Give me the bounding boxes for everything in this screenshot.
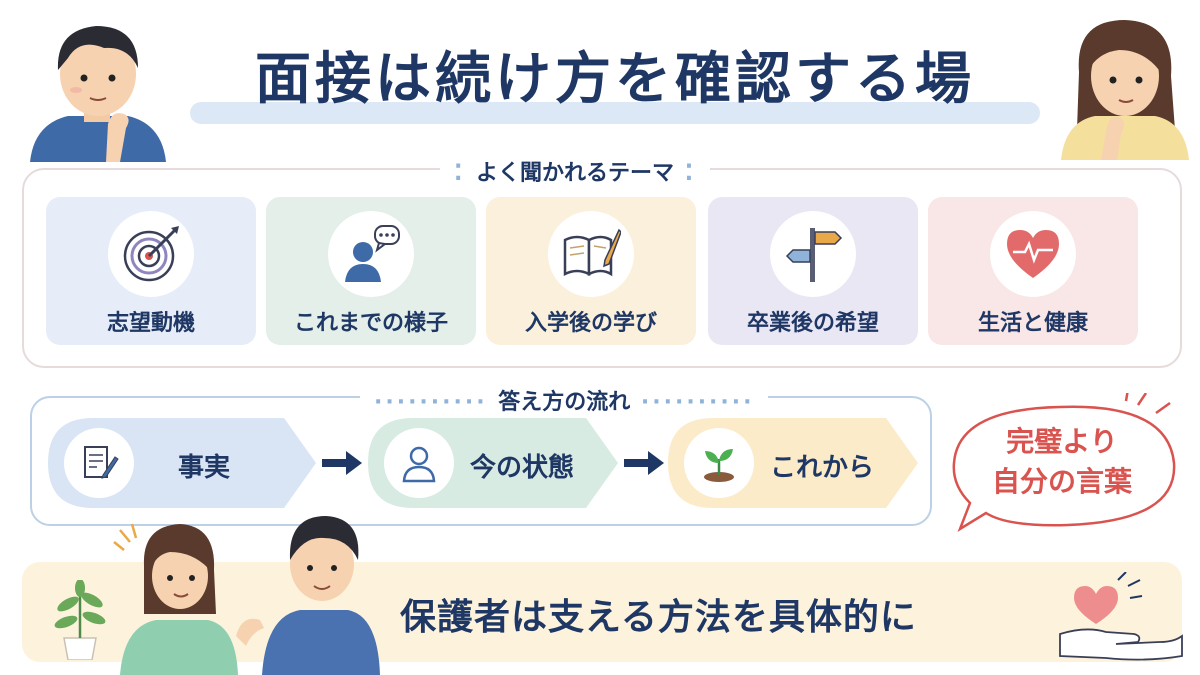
theme-card-motivation: 志望動機 <box>46 197 256 345</box>
bubble-line-1: 完璧より <box>1006 425 1118 458</box>
bubble-text: 完璧より 自分の言葉 <box>948 422 1176 502</box>
book-pencil-icon <box>548 211 634 297</box>
signpost-icon <box>770 211 856 297</box>
step-label-facts: 事実 <box>178 453 231 483</box>
sprout-icon <box>684 428 754 498</box>
themes-label-text: よく聞かれるテーマ <box>476 161 675 186</box>
person-icon <box>384 428 454 498</box>
step-label-current: 今の状態 <box>470 453 575 483</box>
parents-illustration <box>113 516 380 675</box>
boy-thinking-illustration <box>30 26 166 162</box>
footer-text: 保護者は支える方法を具体的に <box>400 597 917 638</box>
themes-section-label: ⁚ よく聞かれるテーマ ⁚ <box>440 155 711 187</box>
theme-label-future: 卒業後の希望 <box>746 311 879 336</box>
theme-card-future: 卒業後の希望 <box>708 197 918 345</box>
flow-dots-left: ·········· <box>374 390 499 415</box>
step-label-future: これから <box>770 453 875 483</box>
theme-card-learning: 入学後の学び <box>486 197 696 345</box>
theme-label-history: これまでの様子 <box>293 311 448 336</box>
theme-card-health: 生活と健康 <box>928 197 1138 345</box>
dots-left: ⁚ <box>454 161 477 186</box>
plant-icon <box>54 580 106 660</box>
theme-card-history: これまでの様子 <box>266 197 476 345</box>
dots-right: ⁚ <box>674 161 697 186</box>
theme-label-motivation: 志望動機 <box>106 311 195 336</box>
speech-bubble <box>952 393 1176 533</box>
page-title: 面接は続け方を確認する場 <box>255 47 975 112</box>
target-icon <box>108 211 194 297</box>
heart-hand-icon <box>1059 572 1183 661</box>
theme-label-learning: 入学後の学び <box>524 311 657 336</box>
heart-pulse-icon <box>990 211 1076 297</box>
flow-label-text: 答え方の流れ <box>498 390 631 415</box>
title-area: 面接は続け方を確認する場 <box>190 22 1040 132</box>
person-speech-icon <box>328 211 414 297</box>
title-underline <box>190 102 1040 124</box>
flow-section-label: ·········· 答え方の流れ ·········· <box>360 384 769 416</box>
bubble-line-2: 自分の言葉 <box>991 465 1132 498</box>
girl-thinking-illustration <box>1061 20 1189 160</box>
flow-step-future: これから <box>668 418 918 508</box>
document-pen-icon <box>64 428 134 498</box>
theme-label-health: 生活と健康 <box>977 311 1088 336</box>
flow-step-current: 今の状態 <box>368 418 618 508</box>
arrow-right-icon <box>322 451 362 475</box>
arrow-right-icon <box>624 451 664 475</box>
flow-dots-right: ·········· <box>630 390 755 415</box>
flow-step-facts: 事実 <box>48 418 316 508</box>
